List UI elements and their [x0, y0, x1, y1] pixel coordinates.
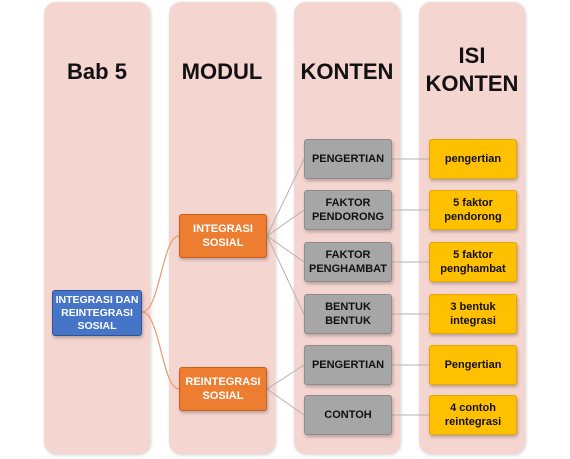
root-node: INTEGRASI DAN REINTEGRASI SOSIAL — [52, 290, 142, 336]
connector-integrasi-4 — [266, 235, 305, 315]
detail-node-3-bentuk-integrasi: 3 bentuk integrasi — [429, 294, 517, 334]
content-node-faktor-pendorong: FAKTOR PENDORONG — [304, 190, 392, 230]
connector-integrasi-1 — [266, 158, 305, 237]
column-bab: Bab 5 — [44, 2, 150, 454]
module-node-integrasi: INTEGRASI SOSIAL — [179, 214, 267, 258]
detail-node-4-contoh-reintegrasi: 4 contoh reintegrasi — [429, 395, 517, 435]
connector-reintegrasi-2 — [266, 388, 305, 416]
detail-node-pengertian: pengertian — [429, 139, 517, 179]
header-isi-konten: ISI KONTEN — [425, 43, 519, 96]
connector-root-integrasi — [141, 235, 180, 313]
connector-root-reintegrasi — [141, 311, 180, 390]
detail-node-5-faktor-pendorong: 5 faktor pendorong — [429, 190, 517, 230]
header-bab: Bab 5 — [67, 59, 127, 84]
header-konten: KONTEN — [300, 59, 394, 84]
content-node-contoh: CONTOH — [304, 395, 392, 435]
header-modul: MODUL — [181, 59, 263, 84]
content-node-pengertian: PENGERTIAN — [304, 139, 392, 179]
detail-node-5-faktor-penghambat: 5 faktor penghambat — [429, 242, 517, 282]
content-node-faktor-penghambat: FAKTOR PENGHAMBAT — [304, 242, 392, 282]
content-node-pengertian-2: PENGERTIAN — [304, 345, 392, 385]
content-node-bentuk: BENTUK BENTUK — [304, 294, 392, 334]
connector-reintegrasi-1 — [266, 364, 305, 390]
connector-integrasi-3 — [266, 235, 305, 263]
detail-node-pengertian-2: Pengertian — [429, 345, 517, 385]
connector-integrasi-2 — [266, 209, 305, 237]
module-node-reintegrasi: REINTEGRASI SOSIAL — [179, 367, 267, 411]
